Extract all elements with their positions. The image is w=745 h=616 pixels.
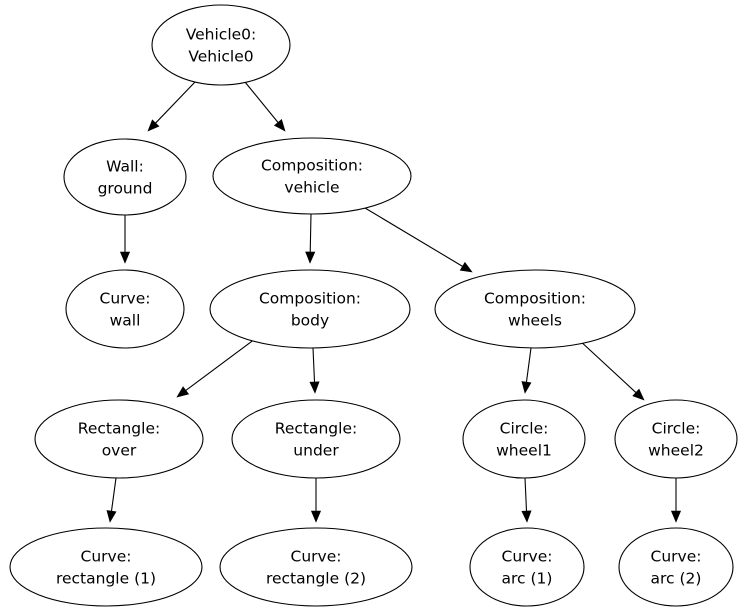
graph-node-rectangle-over[interactable]: Rectangle: over [34, 399, 204, 479]
graph-edge [106, 477, 117, 523]
node-ellipse[interactable] [212, 137, 412, 215]
edge-line [525, 347, 532, 383]
edge-line [155, 81, 196, 124]
node-ellipse[interactable] [151, 4, 291, 86]
node-label-line2: wheel2 [648, 442, 704, 460]
node-label-line2: arc (1) [502, 570, 553, 588]
edge-arrowhead [632, 388, 645, 401]
node-label-line2: wheels [508, 312, 562, 330]
edge-arrowhead [309, 381, 320, 394]
edge-arrowhead [305, 251, 316, 264]
node-ellipse[interactable] [209, 269, 411, 349]
node-ellipse[interactable] [469, 527, 585, 607]
edge-line [309, 213, 312, 253]
node-label-line1: Composition: [484, 290, 586, 308]
node-label-line1: Rectangle: [275, 420, 357, 438]
edge-arrowhead [147, 119, 160, 132]
node-label-line1: Circle: [500, 420, 549, 438]
node-label-line2: body [291, 312, 329, 330]
graph-node-curve-arc-2[interactable]: Curve: arc (2) [618, 527, 734, 607]
graph-node-curve-rectangle-2[interactable]: Curve: rectangle (2) [219, 527, 413, 607]
edge-arrowhead [273, 119, 286, 132]
graph-node-composition-vehicle[interactable]: Composition: vehicle [212, 137, 412, 215]
node-ellipse[interactable] [65, 269, 185, 349]
edge-arrowhead [106, 510, 117, 523]
edge-arrowhead [670, 510, 682, 523]
edge-line [364, 207, 463, 267]
node-label-line1: Circle: [652, 420, 701, 438]
node-ellipse[interactable] [34, 399, 204, 479]
node-ellipse[interactable] [9, 527, 203, 607]
graph-node-composition-body[interactable]: Composition: body [209, 269, 411, 349]
graph-node-rectangle-under[interactable]: Rectangle: under [231, 399, 401, 479]
edge-arrowhead [459, 261, 473, 273]
graph-edge [310, 478, 322, 523]
node-label-line2: under [293, 442, 339, 460]
graph-edge [577, 338, 645, 401]
graph-edge [147, 81, 196, 132]
graph-node-curve-rectangle-1[interactable]: Curve: rectangle (1) [9, 527, 203, 607]
graph-edge [119, 215, 131, 264]
graph-edge [364, 207, 473, 273]
node-ellipse[interactable] [231, 399, 401, 479]
node-label-line2: wheel1 [496, 442, 552, 460]
node-label-line2: arc (2) [651, 570, 702, 588]
edge-line [312, 347, 316, 383]
edge-arrowhead [521, 381, 532, 394]
graph-edge [521, 347, 532, 394]
edge-line [524, 477, 528, 512]
node-ellipse[interactable] [63, 138, 187, 216]
node-ellipse[interactable] [462, 399, 586, 479]
node-label-line1: Vehicle0: [186, 26, 257, 44]
graph-node-circle-wheel2[interactable]: Circle: wheel2 [614, 399, 738, 479]
node-label-line1: Curve: [502, 548, 553, 566]
node-label-line1: Curve: [81, 548, 132, 566]
graph-edge [521, 477, 532, 523]
edge-line [110, 477, 117, 512]
graph-node-circle-wheel1[interactable]: Circle: wheel1 [462, 399, 586, 479]
node-ellipse[interactable] [434, 269, 636, 349]
node-label-line2: Vehicle0 [188, 48, 253, 66]
nodes-layer: Vehicle0:Vehicle0Wall:groundComposition:… [9, 4, 738, 607]
node-label-line1: Composition: [259, 290, 361, 308]
edge-line [185, 338, 256, 391]
edge-arrowhead [119, 251, 131, 264]
graph-node-curve-arc-1[interactable]: Curve: arc (1) [469, 527, 585, 607]
edge-line [244, 81, 279, 123]
edges-layer [106, 81, 682, 523]
node-ellipse[interactable] [219, 527, 413, 607]
node-label-line2: rectangle (1) [56, 570, 156, 588]
graph-node-curve-wall[interactable]: Curve: wall [65, 269, 185, 349]
graph-edge [670, 478, 682, 523]
node-label-line1: Curve: [651, 548, 702, 566]
edge-arrowhead [310, 510, 322, 523]
node-label-line1: Rectangle: [78, 420, 160, 438]
graph-edge [176, 338, 256, 398]
edge-line [577, 338, 637, 393]
graph-node-composition-wheels[interactable]: Composition: wheels [434, 269, 636, 349]
graph-edge [309, 347, 320, 394]
node-label-line1: Wall: [106, 158, 144, 176]
node-label-line1: Curve: [100, 290, 151, 308]
edge-arrowhead [176, 386, 190, 398]
node-label-line2: vehicle [284, 179, 339, 197]
graph-edge [244, 81, 286, 132]
node-label-line2: ground [98, 180, 153, 198]
node-label-line2: wall [110, 312, 141, 330]
edge-arrowhead [521, 510, 532, 523]
node-ellipse[interactable] [618, 527, 734, 607]
node-label-line1: Curve: [291, 548, 342, 566]
node-label-line1: Composition: [261, 157, 363, 175]
node-label-line2: over [102, 442, 137, 460]
graph-node-vehicle0[interactable]: Vehicle0: Vehicle0 [151, 4, 291, 86]
node-ellipse[interactable] [614, 399, 738, 479]
node-label-line2: rectangle (2) [266, 570, 366, 588]
graph-edge [305, 213, 316, 264]
graph-node-wall-ground[interactable]: Wall: ground [63, 138, 187, 216]
